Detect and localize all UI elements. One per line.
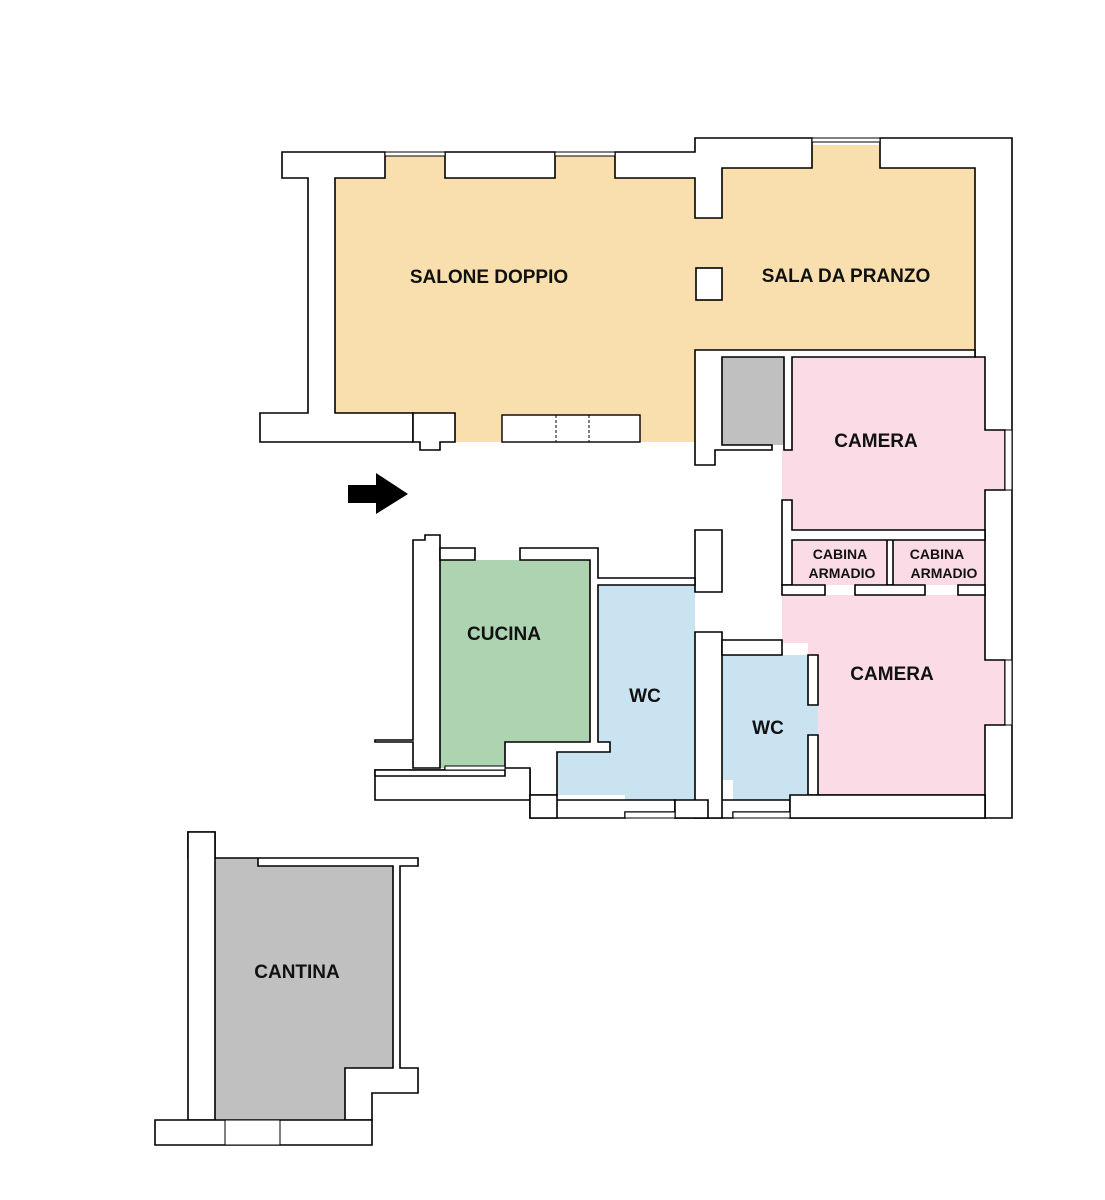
label-cucina: CUCINA <box>467 624 541 645</box>
salone-doppio-area <box>335 145 975 442</box>
cabina-armadio-1-area <box>792 540 887 585</box>
cucina-area <box>440 560 590 768</box>
entrance-arrow-icon <box>348 473 408 514</box>
label-cantina: CANTINA <box>254 962 340 983</box>
label-camera-1: CAMERA <box>834 431 918 452</box>
closet-area <box>722 357 784 445</box>
camera-2-area <box>782 595 1005 795</box>
label-sala-da-pranzo: SALA DA PRANZO <box>762 266 931 287</box>
label-cabina-armadio-1-l1: CABINA <box>813 546 867 562</box>
wc-2-area <box>722 655 818 812</box>
label-wc-1: WC <box>629 686 661 707</box>
label-camera-2: CAMERA <box>850 664 934 685</box>
salone-cabinet <box>501 414 641 443</box>
cantina-area <box>215 858 393 1120</box>
label-cabina-armadio-2-l1: CABINA <box>910 546 964 562</box>
walls <box>154 137 1013 1146</box>
wc-1-area <box>557 585 695 812</box>
label-wc-2: WC <box>752 718 784 739</box>
label-cabina-armadio-2-l2: ARMADIO <box>911 565 978 581</box>
label-cabina-armadio-1-l2: ARMADIO <box>809 565 876 581</box>
windows <box>224 137 1013 1146</box>
living-pillar <box>695 267 723 301</box>
cabina-armadio-2-area <box>893 540 985 585</box>
camera-1-area <box>782 357 1005 530</box>
label-salone-doppio: SALONE DOPPIO <box>410 267 568 288</box>
